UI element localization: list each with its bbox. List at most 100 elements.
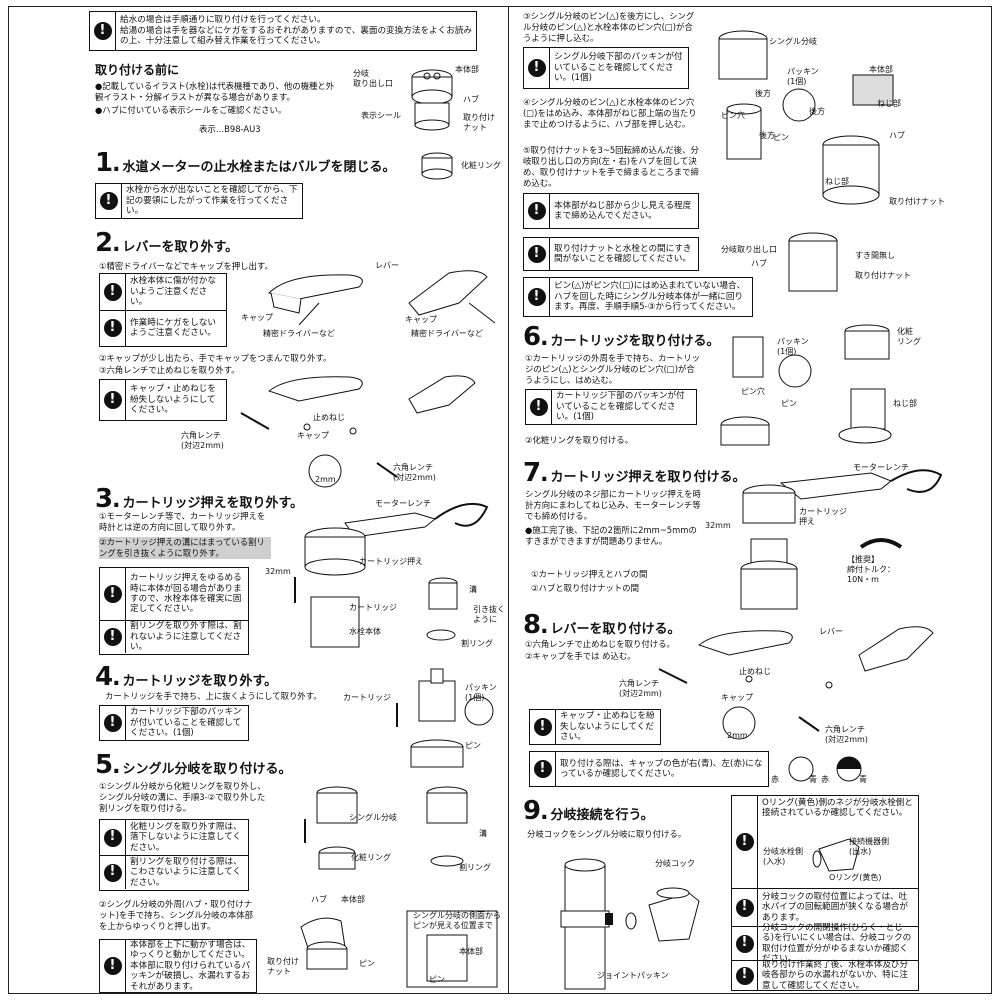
label-driver-2: 精密ドライバーなど (411, 329, 483, 338)
warning-icon: ! (100, 820, 126, 855)
label-groove-2: 溝 (479, 829, 487, 838)
warning-icon: ! (100, 380, 126, 420)
step-1-heading: 1. 水道メーターの止水栓またはバルブを閉じる。 (95, 148, 396, 178)
label-cartridge-holder: カートリッジ押え (359, 557, 423, 566)
step-5-warning-5: ! 本体部がねじ部から少し見える程度まで締め込んでください。 (523, 193, 699, 229)
step-6-sub-1: ①カートリッジの外周を手で持ち、カートリッジのピン(△)とシングル分岐のピン穴(… (525, 353, 701, 385)
step-5-warning-5-text: 本体部がねじ部から少し見える程度まで締め込んでください。 (554, 200, 692, 221)
warning-icon: ! (524, 238, 550, 270)
warning-icon: ! (100, 706, 126, 740)
step-3-sub-1: ①モーターレンチ等で、カートリッジ押えを時計とは逆の方向に回して取り外す。 (99, 511, 266, 532)
step-3-warning-2: 割リングを取り外す際は、割れないように注意してください。 (130, 621, 242, 653)
step-9-sub-1: 分岐コックをシングル分岐に取り付ける。 (527, 829, 687, 839)
warning-icon: ! (100, 568, 126, 620)
label-single-branch-2: シングル分岐 (769, 37, 817, 46)
warning-icon: ! (524, 278, 550, 316)
label-thread-3: ねじ部 (893, 399, 917, 408)
label-motor-wrench-2: モーターレンチ (853, 463, 909, 472)
step-3-warning-stack: ! カートリッジ押えをゆるめる時に本体が回る場合がありますので、水栓本体を確実に… (99, 567, 249, 655)
before-title: 取り付ける前に (95, 63, 180, 77)
label-hub-3: ハブ (889, 131, 905, 140)
label-cap-3: キャップ (297, 431, 329, 440)
step-2-sub-3: ③六角レンチで止めねじを取り外す。 (99, 365, 240, 375)
step-6-number: 6 (523, 322, 541, 352)
label-cartridge: カートリッジ (349, 603, 397, 612)
branch-cock-illustration (560, 858, 700, 990)
step-5-warning-4: ! シングル分岐下部のパッキンが付いていることを確認してください。(1個) (523, 47, 689, 89)
step-6-title: カートリッジを取り付ける。 (550, 334, 720, 349)
warning-icon: ! (100, 856, 126, 889)
step-8-number: 8 (523, 610, 541, 640)
label-body-4: 本体部 (869, 65, 893, 74)
label-branch-cock: 分岐コック (655, 859, 695, 868)
label-cosmetic-ring-2: 化粧 リング (897, 327, 921, 346)
step-5-warning-6: ! 取り付けナットと水栓との間にすき間がないことを確認してください。 (523, 237, 699, 271)
label-split-ring-2: 割リング (459, 863, 491, 872)
label-o-ring: Oリング(黄色) (829, 873, 882, 882)
step-8-warning-1-text: キャップ・止めねじを紛失しないようにしてください。 (560, 711, 655, 743)
o-ring-illustration (812, 838, 860, 872)
split-ring-illustration (426, 577, 458, 641)
step-2-warning-2: 作業時にケガをしないようご注意ください。 (130, 318, 216, 339)
lever-removal-illustration (267, 270, 496, 326)
step-5-warning-4-text: シングル分岐下部のパッキンが付いていることを確認してください。(1個) (554, 52, 683, 84)
step-1-warning: ! 水栓から水が出ないことを確認してから、下記の要領にしたがって作業を行ってくだ… (95, 183, 303, 219)
label-2mm: 2mm (315, 475, 336, 484)
step-9-warning-2: 分岐コックの取付位置によっては、吐水パイプの回転範囲が狭くなる場合があります。 (762, 891, 909, 923)
label-pin-hole: ピン穴 (721, 111, 745, 120)
before-bullet-2: ●ハブに付いている表示シールをご確認ください。 (95, 105, 287, 115)
label-blue-2: 青 (859, 775, 867, 784)
step-5-sub-5: ⑤取り付けナットを3~5回転締め込んだ後、分岐取り出し口の方向(左・右)をハブを… (523, 145, 699, 188)
label-thread-2: ねじ部 (825, 177, 849, 186)
warning-icon: ! (100, 274, 126, 310)
step-2-sub-1: ①精密ドライバーなどでキャップを押し出す。 (99, 261, 273, 271)
step-5-warning-stack: ! 化粧リングを取り外す際は、落下しないように注意してください。 ! 割リングを… (99, 819, 249, 891)
warning-icon: ! (732, 796, 758, 888)
label-pin-hole-2: ピン穴 (741, 387, 765, 396)
step-1-warning-text: 水栓から水が出ないことを確認してから、下記の要領にしたがって作業を行ってください… (126, 185, 298, 217)
step-7-sub-1: シングル分岐のネジ部にカートリッジ押えを時計方向にまわしてねじ込み、モーターレン… (525, 489, 701, 521)
step-1-number: 1 (95, 148, 113, 178)
label-nut: 取り付け ナット (463, 113, 495, 132)
left-column: ! 給水の場合は手順通りに取り付けを行ってください。 給湯の場合は手を器などにケ… (9, 7, 509, 993)
label-pull-out: 引き抜く ように (473, 605, 505, 624)
label-no-gap: すき間無し (855, 251, 895, 260)
label-hex-wrench-3: 六角レンチ (対辺2mm) (619, 679, 662, 698)
step-8-warning-2: ! 取り付ける際は、キャップの色が右(青)、左(赤)になっているか確認してくださ… (529, 751, 769, 787)
callout-pin-visible: シングル分岐の側面から ピンが見える位置まで (413, 911, 501, 930)
instruction-sheet: ! 給水の場合は手順通りに取り付けを行ってください。 給湯の場合は手を器などにケ… (8, 6, 992, 994)
label-nut-4: 取り付けナット (855, 271, 911, 280)
warning-icon: ! (530, 710, 556, 744)
single-branch-illustration (304, 786, 468, 870)
label-pin-4: ピン (773, 133, 789, 142)
label-pin: ピン (465, 741, 481, 750)
label-nut-3: 取り付けナット (889, 197, 945, 206)
install-branch-illustration (718, 30, 894, 292)
step-2-sub-2: ②キャップが少し出たら、手でキャップをつまんで取り外す。 (99, 353, 332, 363)
label-hex-wrench: 六角レンチ (対辺2mm) (181, 431, 224, 450)
step-8-title: レバーを取り付ける。 (550, 622, 681, 637)
step-7-gap-2: ②ハブと取り付けナットの間 (531, 583, 640, 593)
step-9-warning-3: 分岐コックの開閉操作(ひらく・とじる)を行いにくい場合は、分岐コックの取付け位置… (762, 922, 912, 964)
cartridge-holder-illustration (294, 503, 489, 648)
step-9-warning-stack: ! Oリング(黄色)側のネジが分岐水栓側と接続されているか確認してください。 !… (731, 795, 919, 991)
step-2-heading: 2. レバーを取り外す。 (95, 228, 239, 258)
step-6-warning-text: カートリッジ下部のパッキンが付いていることを確認してください。(1個) (556, 391, 685, 423)
step-8-warning-2-text: 取り付ける際は、キャップの色が右(青)、左(赤)になっているか確認してください。 (560, 758, 763, 779)
warning-icon: ! (90, 12, 116, 50)
label-2mm-2: 2mm (727, 731, 748, 740)
label-packing: パッキン (1個) (465, 683, 497, 702)
step-9-warning-4: 取り付け作業終了後、水栓本体及び分岐各部からの水漏れがないか、特に注意して確認し… (762, 959, 909, 991)
label-cap-4: キャップ (721, 693, 753, 702)
step-3-warning-1: カートリッジ押えをゆるめる時に本体が回る場合がありますので、水栓本体を確実に固定… (130, 573, 242, 615)
step-9-heading: 9. 分岐接続を行う。 (523, 796, 654, 826)
step-5-sub-3: ③シングル分岐のピン(△)を後方にし、シングル分岐のピン(△)と水栓本体のピン穴… (523, 11, 695, 43)
step-7-gap-1: ①カートリッジ押えとハブの間 (531, 569, 648, 579)
step-5-sub-4: ④シングル分岐のピン(△)と水栓本体のピン穴(□)をはめ込み、本体部がねじ部上端… (523, 97, 697, 129)
display-label: 表示…B98-AU3 (199, 124, 261, 134)
label-thread: ねじ部 (877, 99, 901, 108)
cartridge-install-illustration (720, 324, 892, 446)
label-faucet-body: 水栓本体 (349, 627, 381, 636)
set-screw-illustration (240, 375, 476, 488)
step-5-warning-3-text: 本体部を上下に動かす場合は、ゆっくりと動かしてください。本体部に取り付けられてい… (130, 939, 251, 992)
